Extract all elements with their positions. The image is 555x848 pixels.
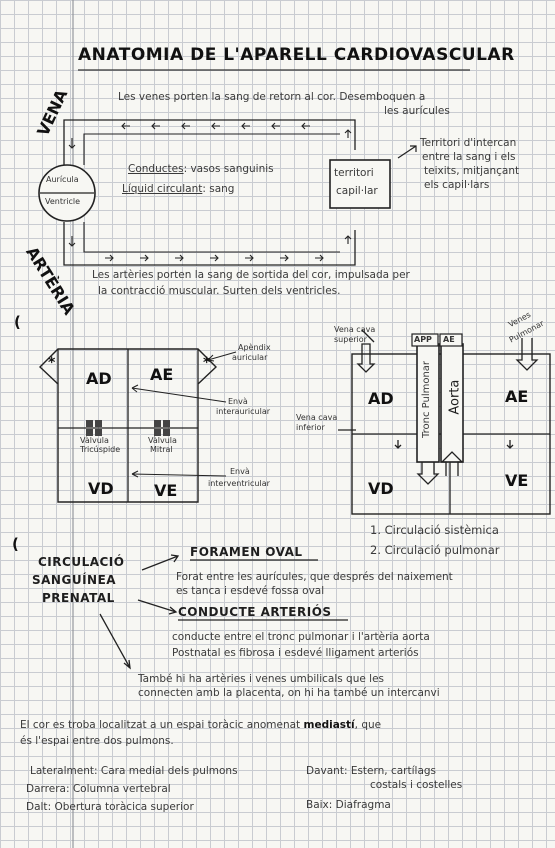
arteries-note-line1: Les artèries porten la sang de sortida d… bbox=[92, 269, 410, 281]
pos-lateral-label: Lateralment bbox=[30, 765, 94, 777]
artery-exit-line bbox=[63, 222, 356, 266]
pos-dalt-value: : Obertura toràcica superior bbox=[47, 801, 194, 813]
appendix-label-1: Apèndix bbox=[238, 343, 271, 352]
pos-lateral: Lateralment: Cara medial dels pulmons bbox=[30, 765, 238, 778]
conductes-row: Conductes: vasos sanguinis bbox=[128, 163, 274, 176]
pos-lateral-value: : Cara medial dels pulmons bbox=[94, 765, 238, 777]
bullet-2: ( bbox=[12, 535, 19, 553]
mediastinum-line1: El cor es troba localitzat a un espai to… bbox=[20, 719, 382, 732]
bullet-1: ( bbox=[14, 313, 21, 331]
mediastinum-pre: El cor es troba localitzat a un espai to… bbox=[20, 719, 304, 731]
ae-small-label: AE bbox=[443, 335, 455, 344]
foramen-text-1: Forat entre les aurícules, que després d… bbox=[176, 571, 453, 583]
capillary-box-line1: territori bbox=[334, 167, 374, 179]
appendix-label-2: auricular bbox=[232, 353, 268, 362]
mitral-label-2: Mitral bbox=[150, 445, 173, 454]
umbilical-text-1: També hi ha artèries i venes umbilicals … bbox=[138, 673, 385, 685]
pos-darrera-label: Darrera bbox=[26, 783, 66, 795]
interventricular-label-2: interventricular bbox=[208, 479, 270, 488]
vena-cava-inf-2: inferior bbox=[296, 423, 325, 432]
vena-cava-inf-1: Vena cava bbox=[296, 413, 338, 422]
veins-note-line2: les aurícules bbox=[384, 105, 450, 117]
pos-baix-label: Baix bbox=[306, 799, 329, 811]
conductes-value: : vasos sanguinis bbox=[183, 163, 274, 175]
pos-darrera-value: : Columna vertebral bbox=[65, 783, 171, 795]
foramen-text-2: es tanca i esdevé fossa oval bbox=[176, 585, 325, 597]
capillary-note-line1: Territori d'intercan bbox=[420, 137, 517, 149]
liquid-value: : sang bbox=[202, 183, 235, 195]
heart2-ad: AD bbox=[368, 389, 394, 408]
pos-davant-value: : Estern, cartílags bbox=[343, 765, 437, 777]
umbilical-text-2: connecten amb la placenta, on hi ha tamb… bbox=[138, 687, 440, 699]
prenatal-title-2: SANGUÍNEA bbox=[32, 573, 117, 587]
pos-davant-value2: costals i costelles bbox=[370, 779, 463, 791]
pos-baix-value: : Diafragma bbox=[328, 799, 391, 811]
app-label: APP bbox=[414, 335, 432, 344]
heart-atrium-label: Aurícula bbox=[46, 175, 79, 184]
pos-baix: Baix: Diafragma bbox=[306, 799, 391, 812]
arteries-note-line2: la contracció muscular. Surten dels vent… bbox=[98, 285, 341, 297]
heart1-ve: VE bbox=[154, 481, 178, 500]
pos-dalt: Dalt: Obertura toràcica superior bbox=[26, 801, 194, 814]
prenatal-title-1: CIRCULACIÓ bbox=[38, 555, 125, 569]
capillary-note-line4: els capil·lars bbox=[424, 179, 490, 191]
conducte-text-1: conducte entre el tronc pulmonar i l'art… bbox=[172, 631, 430, 643]
tricuspid-label-1: Vàlvula bbox=[80, 436, 109, 445]
circ-list-2: 2. Circulació pulmonar bbox=[370, 543, 500, 557]
heart1-star-right: * bbox=[203, 355, 211, 371]
pos-dalt-label: Dalt bbox=[26, 801, 48, 813]
interventricular-label-1: Envà bbox=[230, 467, 250, 476]
conducte-title: CONDUCTE ARTERIÓS bbox=[178, 605, 332, 619]
vena-cava-sup-1: Vena cava bbox=[334, 325, 376, 334]
foramen-title: FORAMEN OVAL bbox=[190, 545, 303, 559]
pos-davant-label: Davant bbox=[306, 765, 344, 777]
tricuspid-label-2: Tricúspide bbox=[80, 445, 121, 454]
conducte-text-2: Postnatal es fibrosa i esdevé lligament … bbox=[172, 647, 419, 659]
heart1-vd: VD bbox=[88, 479, 114, 498]
capillary-note-line3: teixits, mitjançant bbox=[424, 165, 520, 177]
heart2-ae: AE bbox=[505, 387, 529, 406]
pos-davant: Davant: Estern, cartílags bbox=[306, 765, 437, 778]
veins-note-line1: Les venes porten la sang de retorn al co… bbox=[118, 91, 426, 103]
mediastinum-post: , que bbox=[354, 719, 382, 731]
page-margin-line bbox=[72, 0, 74, 848]
heart-ventricle-label: Ventricle bbox=[45, 197, 81, 206]
capillary-box bbox=[329, 159, 391, 209]
mediastinum-word: mediastí bbox=[303, 719, 355, 731]
heart1-ae: AE bbox=[150, 365, 174, 384]
heart1-star-left: * bbox=[48, 355, 56, 371]
vein-return-line bbox=[63, 119, 356, 165]
heart2-ve: VE bbox=[505, 471, 529, 490]
mitral-label-1: Vàlvula bbox=[148, 436, 177, 445]
liquid-label: Líquid circulant bbox=[122, 183, 203, 195]
circ-list-1: 1. Circulació sistèmica bbox=[370, 523, 499, 537]
interatrial-label-2: interauricular bbox=[216, 407, 271, 416]
pos-darrera: Darrera: Columna vertebral bbox=[26, 783, 171, 796]
vena-cava-sup-2: superior bbox=[334, 335, 367, 344]
capillary-box-line2: capil·lar bbox=[336, 185, 378, 197]
page-title: ANATOMIA DE L'APARELL CARDIOVASCULAR bbox=[78, 45, 515, 65]
liquid-row: Líquid circulant: sang bbox=[122, 183, 235, 196]
mediastinum-line2: és l'espai entre dos pulmons. bbox=[20, 735, 174, 747]
conductes-label: Conductes bbox=[128, 163, 184, 175]
prenatal-title-3: PRENATAL bbox=[42, 591, 115, 605]
interatrial-label-1: Envà bbox=[228, 397, 248, 406]
capillary-note-line2: entre la sang i els bbox=[422, 151, 516, 163]
heart1-ad: AD bbox=[86, 369, 112, 388]
heart2-vd: VD bbox=[368, 479, 394, 498]
